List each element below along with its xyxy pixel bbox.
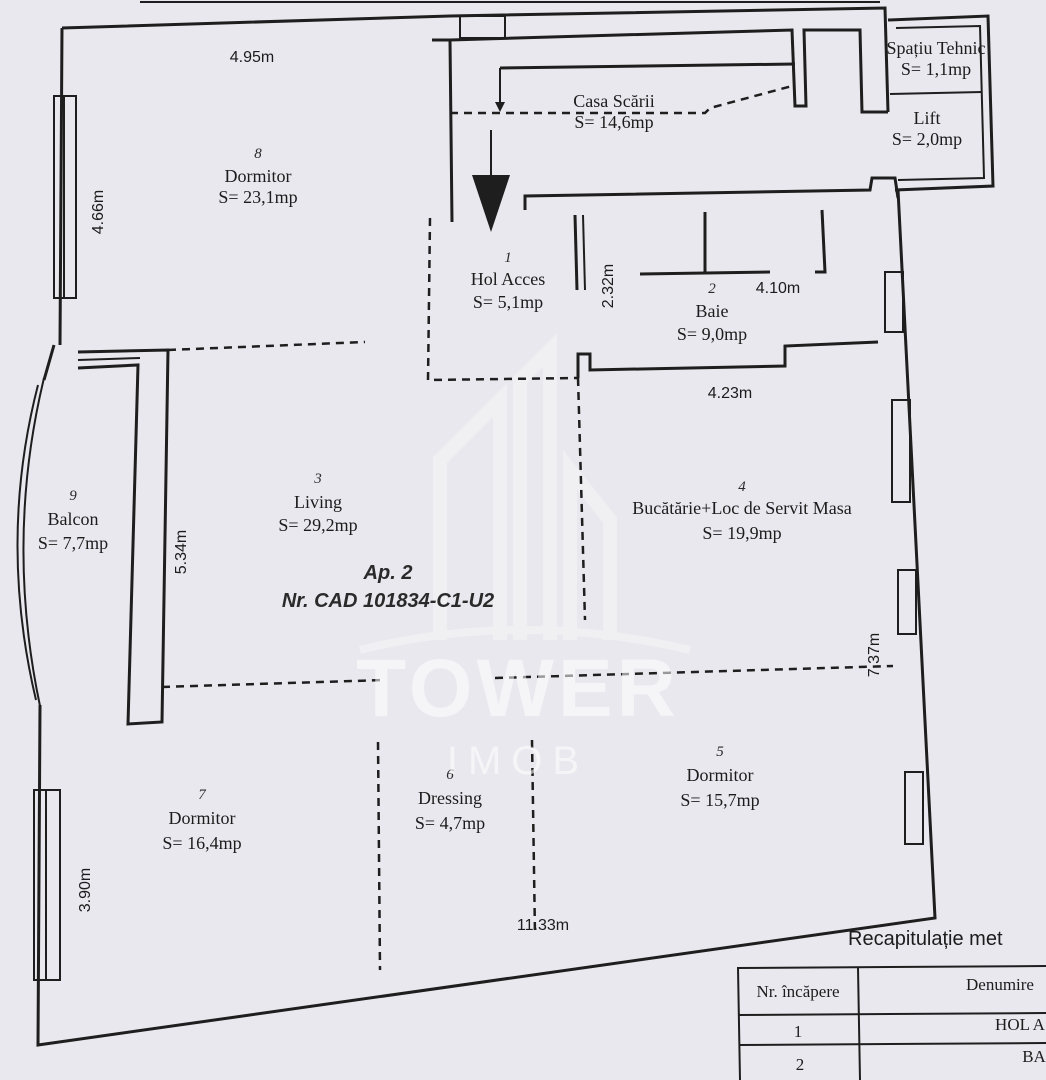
room-name: Baie	[696, 301, 729, 321]
room-number: 4	[738, 479, 746, 495]
room-label-baie: 2 Baie S= 9,0mp	[677, 281, 747, 344]
dim-kitchen-width: 4.23m	[708, 385, 752, 402]
room-name: Bucătărie+Loc de Servit Masa	[632, 498, 852, 518]
room-label-dressing: 6 Dressing S= 4,7mp	[415, 767, 485, 833]
room-area: S= 16,4mp	[162, 833, 241, 853]
recap-header-denumire: Denumire	[966, 975, 1034, 994]
dim-dorm8-height: 4.66m	[90, 190, 107, 234]
tech-lift-block	[887, 14, 995, 192]
room-number: 3	[313, 471, 322, 487]
window-left-top	[53, 95, 77, 299]
hol-baie-walls	[426, 209, 879, 621]
room-number: 9	[69, 488, 77, 504]
label-casa-scarii: Casa Scării S= 14,6mp	[573, 91, 654, 132]
room-label-dormitor-5: 5 Dormitor S= 15,7mp	[680, 744, 759, 810]
dim-right-height: 7.37m	[866, 633, 883, 677]
room-label-balcon: 9 Balcon S= 7,7mp	[38, 488, 108, 553]
balcony-outline	[16, 377, 45, 707]
apartment-label: Ap. 2	[363, 562, 413, 584]
room-area: S= 9,0mp	[677, 324, 747, 344]
recap-row-1-name: HOL A	[995, 1015, 1046, 1034]
room-number: 2	[708, 281, 716, 297]
room-number: 6	[446, 767, 454, 783]
room-name: Hol Acces	[471, 269, 545, 289]
room-name: Balcon	[48, 509, 99, 529]
dim-dorm7-height: 3.90m	[77, 868, 94, 912]
entrance-arrow-icon	[472, 175, 510, 232]
room-area: S= 4,7mp	[415, 813, 485, 833]
room-name: Dormitor	[687, 765, 754, 785]
recap-row-2-name: BA	[1022, 1047, 1046, 1066]
recap-table: Nr. încăpere Denumire 1 HOL A 2 BA	[736, 965, 1046, 1080]
watermark-logo	[359, 333, 691, 654]
label-spatiu-tehnic: Spațiu Tehnic S= 1,1mp	[887, 38, 986, 79]
area-name: Casa Scării	[573, 91, 654, 111]
window-left-bottom	[33, 789, 61, 981]
living-column	[77, 348, 170, 726]
room-number: 1	[504, 250, 512, 266]
room-number: 7	[198, 787, 207, 803]
room-name: Dressing	[418, 788, 482, 808]
room-area: S= 19,9mp	[702, 523, 781, 543]
room-area: S= 7,7mp	[38, 533, 108, 553]
room-label-dormitor-7: 7 Dormitor S= 16,4mp	[162, 787, 241, 853]
recap-header-nr: Nr. încăpere	[756, 982, 839, 1001]
watermark-sub: IMOB	[447, 739, 589, 783]
room-area: S= 29,2mp	[278, 515, 357, 535]
watermark-main: TOWER	[356, 643, 680, 734]
partitions	[161, 340, 894, 971]
recap-row-1-nr: 1	[794, 1022, 803, 1041]
recap-title: Recapitulație met	[848, 928, 1003, 950]
room-name: Dormitor	[225, 166, 292, 186]
dim-baie-width: 4.10m	[756, 280, 800, 297]
room-label-hol-acces: 1 Hol Acces S= 5,1mp	[471, 250, 545, 312]
label-lift: Lift S= 2,0mp	[892, 108, 962, 149]
room-number: 8	[254, 146, 262, 162]
area-name: Lift	[914, 108, 941, 128]
stair-core	[432, 15, 900, 232]
room-name: Dormitor	[169, 808, 236, 828]
windows-right	[884, 271, 924, 845]
room-area: S= 15,7mp	[680, 790, 759, 810]
dim-top-width: 4.95m	[230, 49, 274, 66]
area-name: Spațiu Tehnic	[887, 38, 986, 58]
dim-bottom-width: 11.33m	[517, 917, 569, 934]
room-label-bucatarie: 4 Bucătărie+Loc de Servit Masa S= 19,9mp	[632, 479, 852, 543]
recap-row-2-nr: 2	[796, 1055, 805, 1074]
room-label-dormitor-8: 8 Dormitor S= 23,1mp	[218, 146, 297, 207]
area-value: S= 14,6mp	[574, 112, 653, 132]
room-area: S= 23,1mp	[218, 187, 297, 207]
area-value: S= 1,1mp	[901, 59, 971, 79]
apartment-cadastral: Nr. CAD 101834-C1-U2	[282, 590, 494, 612]
dim-hol-height: 2.32m	[600, 264, 617, 308]
exterior-walls	[36, 6, 937, 1047]
room-number: 5	[716, 744, 724, 760]
room-label-living: 3 Living S= 29,2mp	[278, 471, 357, 535]
room-name: Living	[294, 492, 342, 512]
area-value: S= 2,0mp	[892, 129, 962, 149]
room-area: S= 5,1mp	[473, 292, 543, 312]
dim-living-height: 5.34m	[173, 530, 190, 574]
